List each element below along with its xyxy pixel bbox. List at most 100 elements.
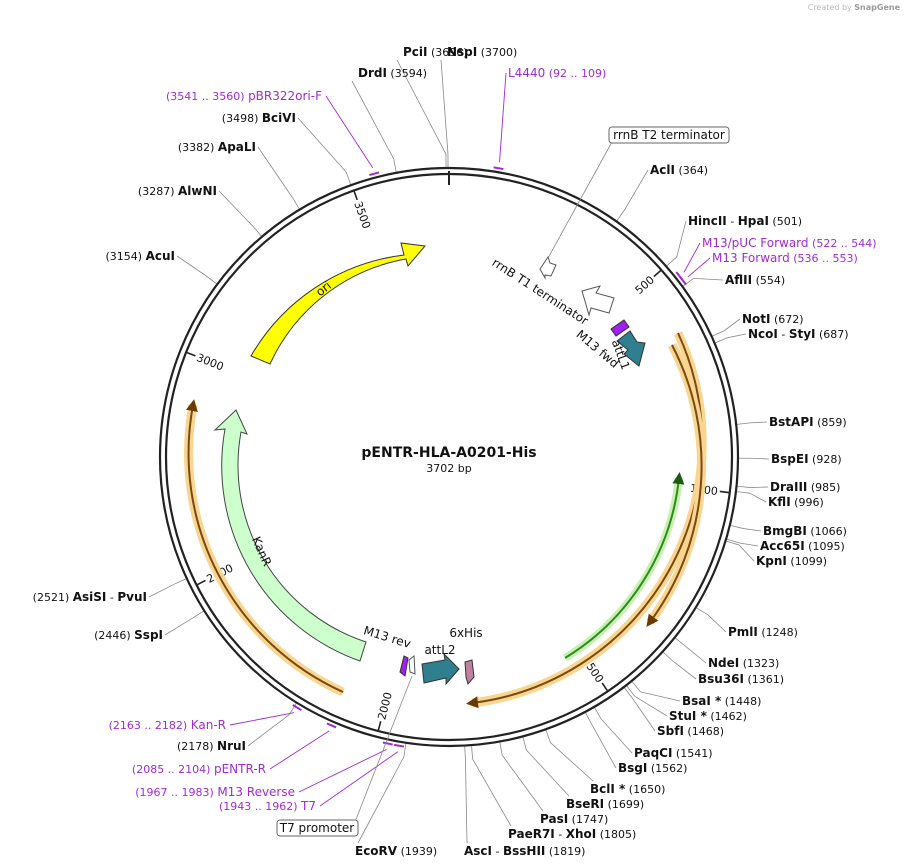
- primer-pentrr-label: (2085 .. 2104) pENTR-R: [132, 762, 266, 776]
- site-acli-label: AclI (364): [650, 163, 708, 177]
- primer-mark-2094: [326, 722, 337, 729]
- site-line-501: [666, 256, 677, 266]
- t7-promoter-label: T7 promoter: [279, 821, 355, 835]
- site-line-3594: [393, 159, 397, 172]
- site-leader-3696: [396, 59, 447, 155]
- site-line-1805: [471, 746, 474, 760]
- site-bsai-label: BsaI * (1448): [682, 694, 761, 708]
- site-alwni-label: (3287) AlwNI: [138, 184, 217, 198]
- t7-promoter-box: [276, 819, 359, 837]
- rrnb-t2-feature: [539, 255, 557, 280]
- site-line-1699: [522, 737, 527, 751]
- site-paer7i-label: PaeR7I - XhoI (1805): [508, 827, 636, 841]
- site-bmgbi-label: BmgBI (1066): [763, 524, 847, 538]
- primer-leader-3550: [325, 95, 374, 169]
- tick-1000: [719, 490, 729, 494]
- site-acc65i-label: Acc65I (1095): [760, 539, 845, 553]
- primer-m13pucforward-label: M13/pUC Forward (522 .. 544): [702, 236, 877, 250]
- site-leader-928: [751, 457, 770, 460]
- site-leader-672: [724, 318, 741, 331]
- site-leader-1650: [550, 742, 594, 782]
- site-kpni-label: KpnI (1099): [756, 554, 827, 568]
- rrnb-t2-leader: [547, 141, 613, 259]
- site-line-1323: [675, 637, 686, 647]
- site-ndei-label: NdeI (1323): [708, 656, 779, 670]
- site-line-1095: [726, 538, 740, 544]
- rrnb-t2-box: [608, 126, 730, 144]
- site-pasi-label: PasI (1747): [540, 812, 608, 826]
- site-leader-1448: [640, 691, 681, 702]
- site-line-2521: [173, 578, 187, 585]
- site-leader-985: [750, 486, 769, 488]
- primer-mark-1975: [382, 741, 393, 746]
- site-leader-859: [750, 421, 768, 424]
- site-leader-3498: [297, 117, 347, 173]
- primer-leader-100: [499, 72, 507, 163]
- site-leader-1323: [685, 645, 707, 664]
- orf-arc-right: [466, 332, 704, 709]
- rrnb-t1-label: rrnB T1 terminator: [490, 255, 591, 328]
- site-leader-1562: [591, 724, 617, 769]
- site-kfli-label: KflI (996): [768, 495, 824, 509]
- site-line-1468: [624, 687, 633, 699]
- plasmid-size: 3702 bp: [426, 462, 471, 475]
- site-nspi-label: NspI (3700): [447, 45, 517, 59]
- plasmid-name: pENTR-HLA-A0201-His: [361, 445, 536, 461]
- site-line-2446: [192, 610, 204, 619]
- site-bstapi-label: BstAPI (859): [769, 415, 847, 429]
- site-leader-3287: [218, 190, 254, 227]
- site-leader-687: [727, 333, 747, 339]
- rrnb-t1-feature: [581, 285, 615, 317]
- site-leader-1541: [600, 718, 633, 754]
- site-leader-1066: [743, 528, 762, 532]
- site-ncoi-label: NcoI - StyI (687): [748, 327, 849, 341]
- site-line-1541: [594, 707, 602, 720]
- site-line-859: [737, 422, 751, 425]
- primer-kanr-label: (2163 .. 2182) Kan-R: [109, 718, 226, 732]
- primer-leader-1975: [298, 748, 387, 793]
- site-bcivi-label: (3498) BciVI: [222, 111, 296, 125]
- rrnb-t2-label: rrnB T2 terminator: [613, 128, 725, 142]
- t7-feature: [408, 655, 416, 675]
- site-line-364: [616, 209, 625, 221]
- site-line-3498: [345, 171, 351, 185]
- site-line-1939: [403, 743, 407, 757]
- site-leader-1248: [707, 614, 727, 633]
- attl1-feature: [616, 330, 646, 367]
- site-line-1361: [663, 652, 674, 662]
- site-sspi-label: (2446) SspI: [94, 628, 163, 642]
- site-leader-501: [676, 220, 687, 258]
- site-ecorv-label: EcoRV (1939): [355, 844, 437, 858]
- primer-mark-2172: [292, 704, 302, 712]
- site-drdi-label: DrdI (3594): [358, 66, 427, 80]
- tick-2500: [197, 579, 206, 586]
- primer-t7-label: (1943 .. 1962) T7: [219, 799, 316, 813]
- site-line-672: [712, 330, 725, 337]
- site-sbfi-label: SbfI (1468): [657, 724, 724, 738]
- site-pmli-label: PmlI (1248): [728, 625, 798, 639]
- m13-rev-feature: [399, 655, 409, 677]
- site-asisi-label: (2521) AsiSI - PvuI: [33, 590, 147, 604]
- site-bsu36i-label: Bsu36I (1361): [698, 672, 784, 686]
- site-acui-label: (3154) AcuI: [106, 249, 176, 263]
- attl2-feature: [421, 652, 460, 686]
- site-leader-1819: [465, 759, 468, 844]
- 6xhis-label: 6xHis: [449, 626, 482, 640]
- primer-leader-2172: [229, 712, 295, 726]
- t7-promoter-leader: [354, 675, 413, 823]
- site-paqci-label: PaqCI (1541): [634, 746, 713, 760]
- m13-rev-label: M13 rev: [362, 623, 413, 651]
- snapgene-credit: Created by SnapGene: [807, 3, 900, 12]
- site-line-3382: [292, 197, 300, 209]
- site-leader-1095: [739, 542, 759, 547]
- orf-arc-right2: [646, 344, 703, 627]
- tick-label-2000: 2000: [375, 691, 395, 721]
- site-leader-1939: [357, 756, 405, 844]
- tick-3500: [353, 191, 358, 201]
- site-line-1448: [631, 681, 641, 693]
- orf-arc-green: [564, 472, 685, 659]
- site-line-985: [737, 485, 751, 488]
- site-leader-1747: [501, 755, 544, 812]
- site-leader-2446: [164, 617, 193, 636]
- site-line-687: [715, 337, 728, 344]
